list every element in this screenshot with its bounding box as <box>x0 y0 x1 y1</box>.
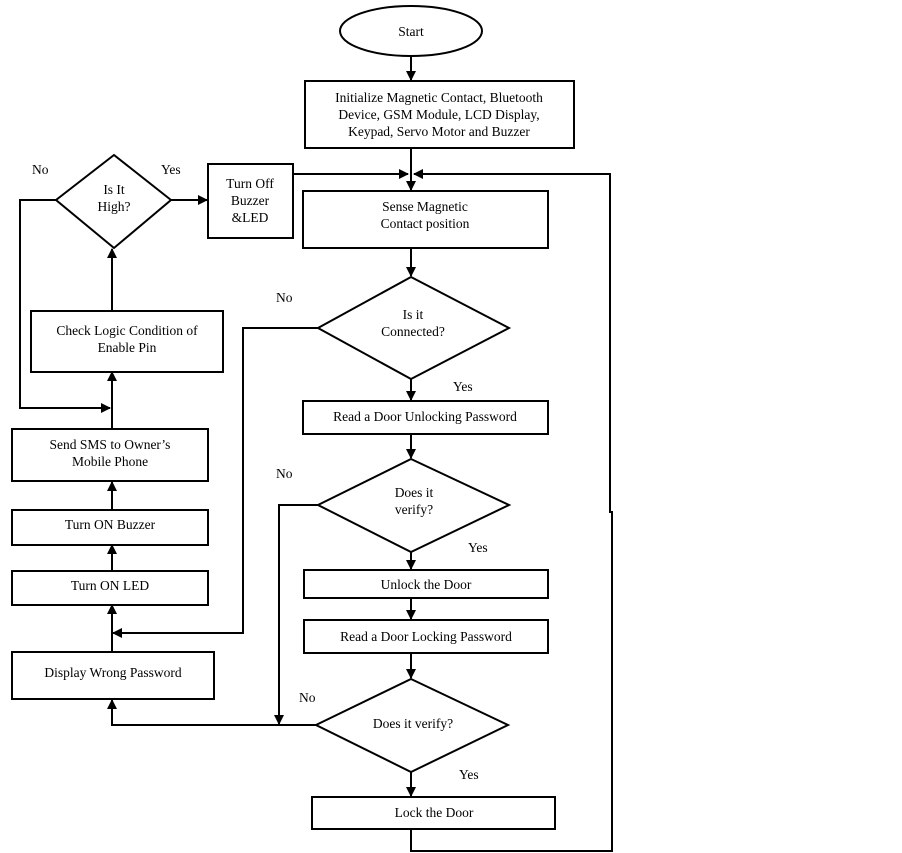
node-sense-line2: Contact position <box>381 216 470 231</box>
node-check-enable-pin: Check Logic Condition of Enable Pin <box>30 310 224 373</box>
node-read-locking-password: Read a Door Locking Password <box>303 619 549 654</box>
label-verify2-no: No <box>299 690 316 705</box>
decision-is-connected: Is it Connected? <box>315 275 512 381</box>
node-turn-on-buzzer: Turn ON Buzzer <box>11 509 209 546</box>
node-turn-on-led: Turn ON LED <box>11 570 209 606</box>
edge-labels: No Yes No Yes No Yes No Yes <box>32 162 488 782</box>
node-led-on-text: Turn ON LED <box>71 578 150 593</box>
node-sms-line1: Send SMS to Owner’s <box>50 437 171 452</box>
connectors <box>19 57 613 852</box>
decision-is-high-line2: High? <box>98 199 131 214</box>
node-send-sms: Send SMS to Owner’s Mobile Phone <box>11 428 209 482</box>
node-buzzer-on-text: Turn ON Buzzer <box>65 517 156 532</box>
node-turn-off-line1: Turn Off <box>226 176 274 191</box>
decision-verify1-line1: Does it <box>395 485 434 500</box>
node-unlock-door: Unlock the Door <box>303 569 549 599</box>
node-check-pin-line1: Check Logic Condition of <box>56 323 198 338</box>
node-turn-off-line2: Buzzer <box>231 193 270 208</box>
decision-is-high: Is It High? <box>54 153 173 250</box>
node-turn-off-line3: &LED <box>232 210 269 225</box>
node-read-lock-text: Read a Door Locking Password <box>340 629 512 644</box>
node-turn-off-buzzer-led: Turn Off Buzzer &LED <box>207 163 294 239</box>
label-verify2-yes: Yes <box>459 767 479 782</box>
label-connected-yes: Yes <box>453 379 473 394</box>
edge-verify2-no <box>107 699 316 726</box>
label-is-high-no: No <box>32 162 49 177</box>
decision-connected-line2: Connected? <box>381 324 445 339</box>
node-sms-line2: Mobile Phone <box>72 454 148 469</box>
node-display-wrong-password: Display Wrong Password <box>11 651 215 700</box>
node-read-unlocking-password: Read a Door Unlocking Password <box>302 400 549 435</box>
node-sense-magnetic-contact: Sense Magnetic Contact position <box>302 190 549 249</box>
decision-connected-line1: Is it <box>403 307 424 322</box>
node-initialize-line2: Device, GSM Module, LCD Display, <box>338 107 539 122</box>
edge-connected-no <box>112 327 318 638</box>
decision-verify1-line2: verify? <box>395 502 433 517</box>
node-read-unlock-text: Read a Door Unlocking Password <box>333 409 517 424</box>
node-wrong-pw-text: Display Wrong Password <box>44 665 181 680</box>
decision-verify-lock: Does it verify? <box>313 677 511 774</box>
label-is-high-yes: Yes <box>161 162 181 177</box>
decision-verify2-text: Does it verify? <box>373 716 453 731</box>
node-unlock-text: Unlock the Door <box>381 577 472 592</box>
node-start-text: Start <box>398 24 424 39</box>
node-lock-text: Lock the Door <box>395 805 474 820</box>
node-start: Start <box>339 5 483 57</box>
edge-verify1-no <box>274 504 318 725</box>
node-initialize: Initialize Magnetic Contact, Bluetooth D… <box>304 80 575 149</box>
label-verify1-yes: Yes <box>468 540 488 555</box>
decision-verify-unlock: Does it verify? <box>315 457 512 554</box>
edge-lock-sense-loop <box>410 169 613 852</box>
node-lock-door: Lock the Door <box>311 796 556 830</box>
node-initialize-line1: Initialize Magnetic Contact, Bluetooth <box>335 90 543 105</box>
node-initialize-line3: Keypad, Servo Motor and Buzzer <box>348 124 530 139</box>
label-verify1-no: No <box>276 466 293 481</box>
label-connected-no: No <box>276 290 293 305</box>
node-check-pin-line2: Enable Pin <box>98 340 157 355</box>
node-sense-line1: Sense Magnetic <box>382 199 468 214</box>
edge-ishigh-no <box>19 199 111 413</box>
decision-is-high-line1: Is It <box>103 182 125 197</box>
